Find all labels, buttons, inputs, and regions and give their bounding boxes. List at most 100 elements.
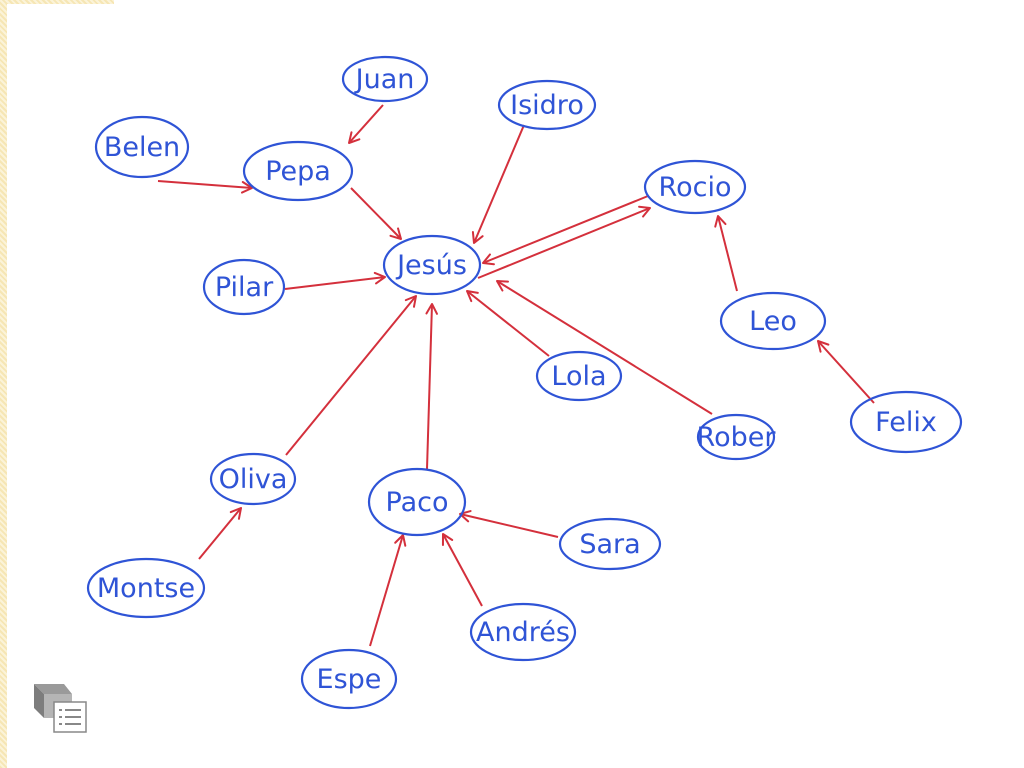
node-outline <box>382 234 482 296</box>
node-outline <box>535 350 623 402</box>
arrow-head-icon <box>638 205 651 218</box>
node-label: Espe <box>317 664 382 695</box>
node-outline <box>86 557 206 619</box>
edge-pepa-to-jesus <box>350 187 402 240</box>
node-label: Sara <box>579 529 640 560</box>
edge-juan-to-pepa <box>348 104 384 144</box>
arrow-head-icon <box>466 290 479 303</box>
arrow-head-icon <box>394 534 407 547</box>
edge-leo-to-rocio <box>714 215 738 292</box>
arrow-head-icon <box>229 507 242 520</box>
nodes: JuanIsidroBelenPepaRocioJesúsPilarLeoLol… <box>86 55 963 710</box>
node-rocio: Rocio <box>643 159 747 215</box>
edge-sara-to-paco <box>459 510 559 538</box>
arrow-head-icon <box>389 227 402 240</box>
node-leo: Leo <box>719 291 827 351</box>
arrow-head-icon <box>459 510 472 523</box>
edge-paco-to-jesus <box>425 303 438 470</box>
node-oliva: Oliva <box>209 452 297 506</box>
edge-line <box>348 104 384 144</box>
edge-rober-to-jesus <box>496 280 713 415</box>
edge-lola-to-jesus <box>466 290 550 357</box>
node-outline <box>242 140 354 202</box>
slides-icon <box>34 684 87 733</box>
node-label: Rober <box>697 422 777 453</box>
node-label: Oliva <box>219 464 288 495</box>
edge-line <box>369 534 404 647</box>
node-label: Juan <box>354 64 415 95</box>
node-andres: Andrés <box>469 602 577 662</box>
arrow-head-icon <box>441 533 454 546</box>
edge-line <box>466 290 550 357</box>
edge-belen-to-pepa <box>157 180 253 194</box>
edge-line <box>482 195 649 264</box>
node-espe: Espe <box>300 648 398 710</box>
edge-espe-to-paco <box>369 534 407 647</box>
edge-line <box>426 303 433 470</box>
node-outline <box>497 79 597 131</box>
node-label: Belen <box>104 132 180 163</box>
node-label: Jesús <box>395 250 467 281</box>
edges <box>157 104 875 647</box>
edge-rocio-to-jesus <box>482 195 649 266</box>
edge-line <box>717 215 738 292</box>
node-belen: Belen <box>94 115 190 179</box>
node-outline <box>341 55 429 103</box>
edge-felix-to-leo <box>817 340 875 404</box>
node-felix: Felix <box>849 390 963 454</box>
node-label: Isidro <box>510 90 584 121</box>
edge-line <box>459 513 559 538</box>
arrow-head-icon <box>471 231 484 244</box>
arrow-head-icon <box>404 295 417 308</box>
node-jesus: Jesús <box>382 234 482 296</box>
node-outline <box>643 159 747 215</box>
node-label: Felix <box>875 407 937 438</box>
node-sara: Sara <box>558 517 662 571</box>
arrow-head-icon <box>348 131 361 144</box>
node-label: Leo <box>749 306 797 337</box>
edge-line <box>496 280 713 415</box>
node-label: Montse <box>97 573 195 604</box>
arrow-head-icon <box>714 215 727 228</box>
node-label: Rocio <box>659 172 732 203</box>
node-paco: Paco <box>367 467 467 537</box>
edge-line <box>198 507 242 560</box>
edge-pilar-to-jesus <box>284 271 386 290</box>
node-pilar: Pilar <box>202 258 286 316</box>
node-montse: Montse <box>86 557 206 619</box>
node-label: Lola <box>551 361 606 392</box>
node-outline <box>94 115 190 179</box>
node-outline <box>849 390 963 454</box>
slide-corner-border <box>0 0 114 4</box>
node-outline <box>469 602 577 662</box>
arrow-head-icon <box>240 181 253 194</box>
node-label: Pilar <box>215 272 274 303</box>
node-outline <box>300 648 398 710</box>
node-pepa: Pepa <box>242 140 354 202</box>
node-label: Pepa <box>265 156 331 187</box>
node-juan: Juan <box>341 55 429 103</box>
arrow-head-icon <box>496 280 509 292</box>
arrow-head-icon <box>425 303 438 315</box>
arrow-head-icon <box>373 271 386 285</box>
node-label: Paco <box>386 487 449 518</box>
node-outline <box>209 452 297 506</box>
edge-isidro-to-jesus <box>471 124 525 244</box>
node-rober: Rober <box>696 413 777 461</box>
arrow-head-icon <box>482 253 495 266</box>
node-isidro: Isidro <box>497 79 597 131</box>
node-outline <box>367 467 467 537</box>
edge-line <box>473 124 525 244</box>
node-lola: Lola <box>535 350 623 402</box>
node-outline <box>202 258 286 316</box>
edge-line <box>350 187 402 240</box>
slide-border <box>0 0 7 768</box>
edge-line <box>284 276 386 290</box>
node-outline <box>558 517 662 571</box>
edge-line <box>285 295 417 456</box>
edge-line <box>817 340 875 404</box>
edge-line <box>477 207 651 279</box>
node-outline <box>696 413 776 461</box>
node-label: Andrés <box>476 617 570 648</box>
